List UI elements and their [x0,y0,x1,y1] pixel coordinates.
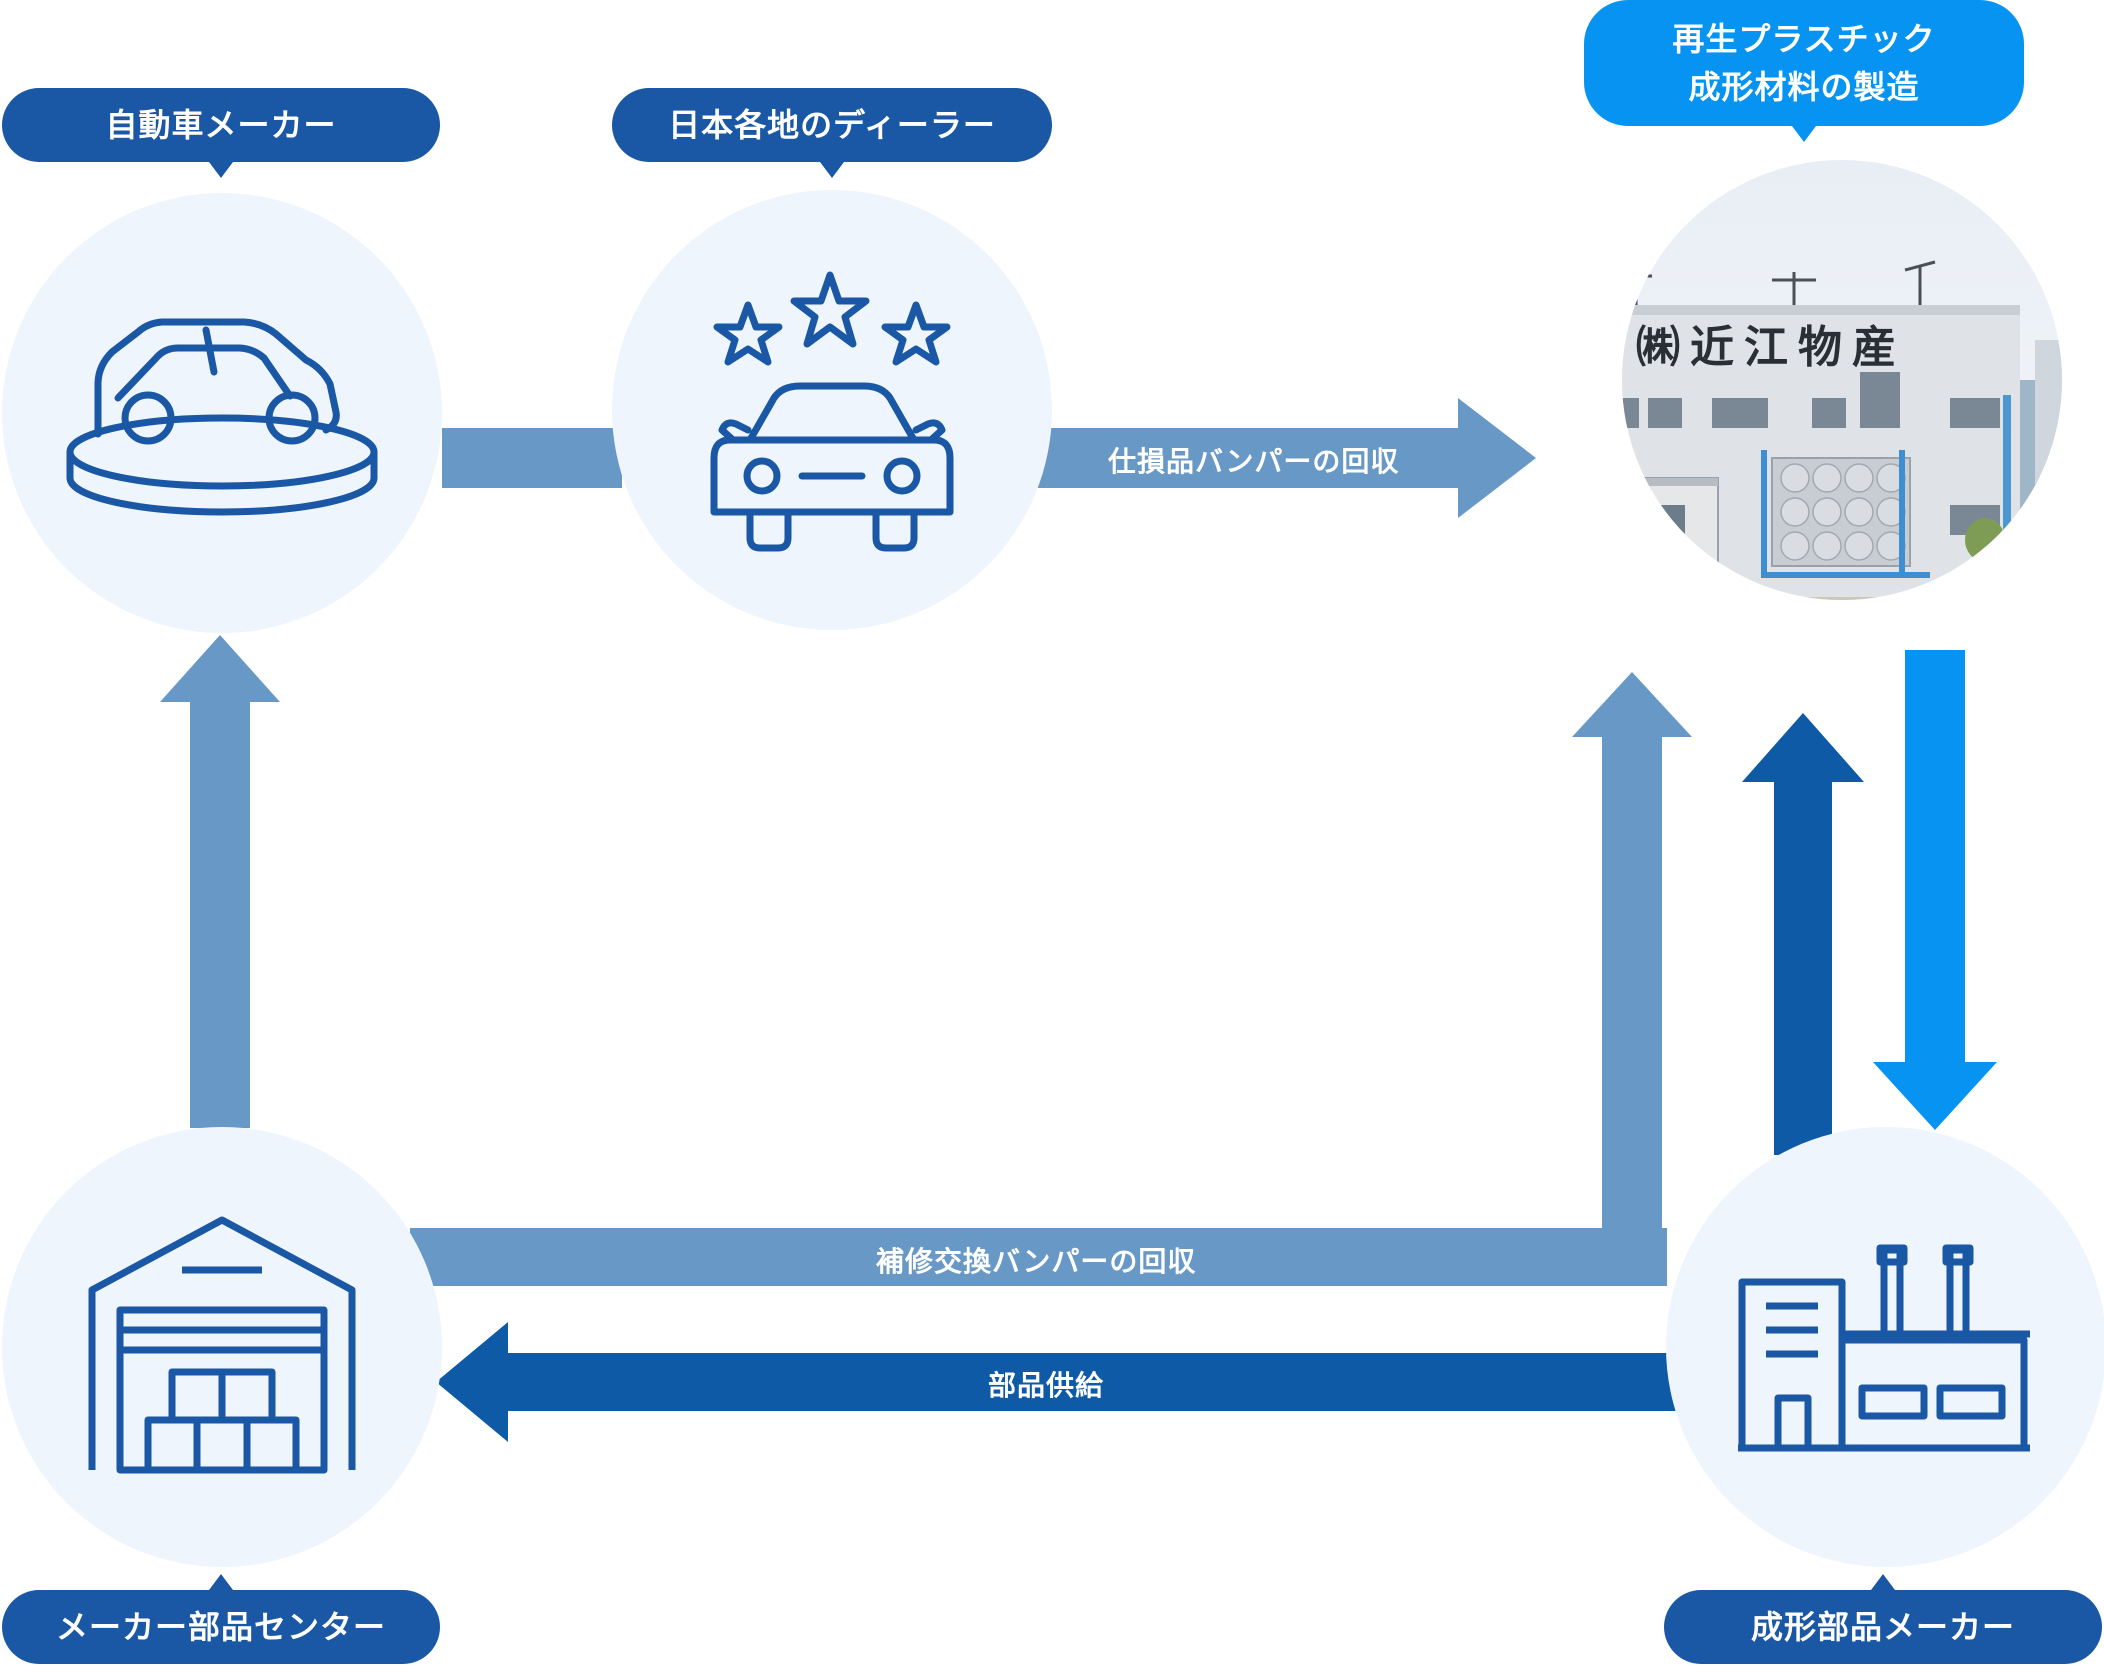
damaged-bumper-label: 仕損品バンパーの回収 [1108,445,1400,478]
molding-maker-label: 成形部品メーカー [1664,1574,2102,1664]
connector-automaker-dealer [442,428,622,488]
parts-supply-label: 部品供給 [988,1369,1105,1402]
dealer-label: 日本各地のディーラー [612,88,1052,178]
arrow-damaged-bumper [1030,398,1536,518]
automaker-label: 自動車メーカー [2,88,440,178]
arrow-parts-supply [436,1322,1685,1442]
factory-icon [1738,1244,2030,1452]
car-with-stars-icon [710,271,954,552]
recycler-photo: ㈱近江物産 [1622,160,2062,600]
warehouse-icon [88,1216,356,1474]
car-on-turntable-icon [66,318,378,516]
repair-bumper-label: 補修交換バンパーの回収 [876,1245,1197,1278]
arrow-center-to-automaker [160,635,280,1128]
dealer-circle [612,190,1052,630]
building-sign: ㈱近江物産 [1636,322,1906,373]
arrow-recycler-to-maker [1873,650,1997,1130]
recycler-label-line1: 再生プラスチック [1672,20,1936,58]
arrow-maker-to-recycler [1742,713,1864,1155]
recycler-label: 再生プラスチック 成形材料の製造 [1584,0,2024,142]
molding-maker-circle [1666,1127,2104,1567]
parts-center-label: メーカー部品センター [2,1574,440,1664]
recycler-label-line2: 成形材料の製造 [1688,68,1920,106]
automaker-circle [2,193,442,633]
arrow-repair-bumper [410,672,1692,1286]
